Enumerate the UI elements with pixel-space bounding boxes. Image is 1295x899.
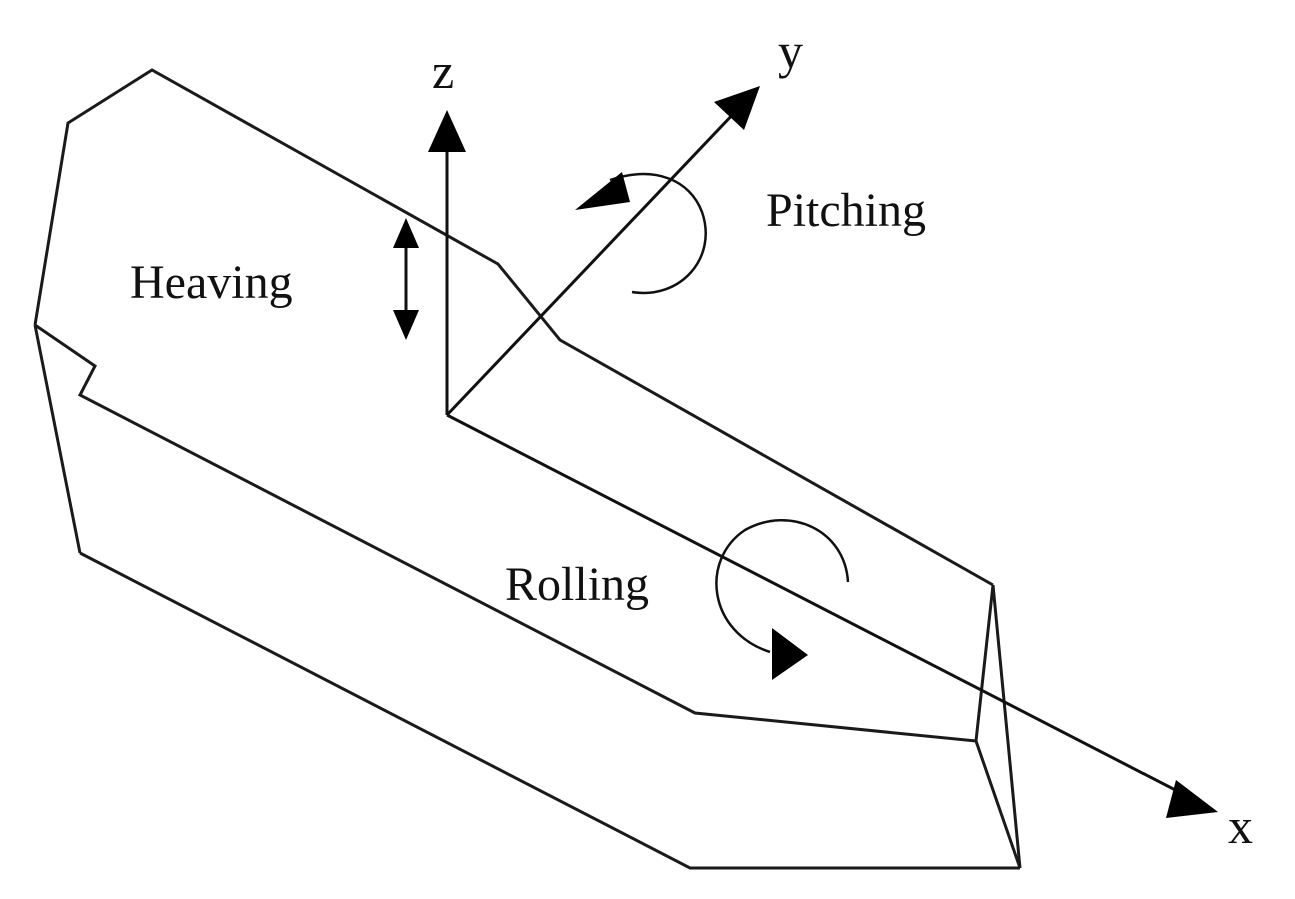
z-axis-label: z (432, 43, 454, 99)
heave-label: Heaving (130, 256, 293, 309)
hull-bow-lower-edge (974, 740, 1022, 869)
pitch-arrow (575, 172, 707, 295)
hull-stern-face (33, 324, 82, 554)
y-axis-arrowhead (714, 86, 760, 130)
x-axis-arrowhead (1166, 780, 1218, 818)
roll-label: Rolling (505, 558, 649, 611)
x-axis-label: x (1228, 798, 1253, 854)
x-axis-line (446, 413, 1186, 797)
y-axis-line (445, 108, 739, 417)
hull-stern-step-edge (34, 323, 995, 743)
roll-arrow (715, 519, 850, 680)
y-axis-label: y (778, 23, 803, 79)
coordinate-axes (428, 86, 1218, 818)
hull-wireframe (33, 68, 1022, 870)
hull-deck-stern-edge (33, 68, 994, 587)
heave-arrow (393, 218, 419, 340)
hull-bow-edge (991, 584, 1022, 869)
hull-bottom-edge (79, 551, 1020, 870)
pitch-label: Pitching (766, 184, 926, 237)
z-axis-arrowhead (428, 110, 466, 152)
